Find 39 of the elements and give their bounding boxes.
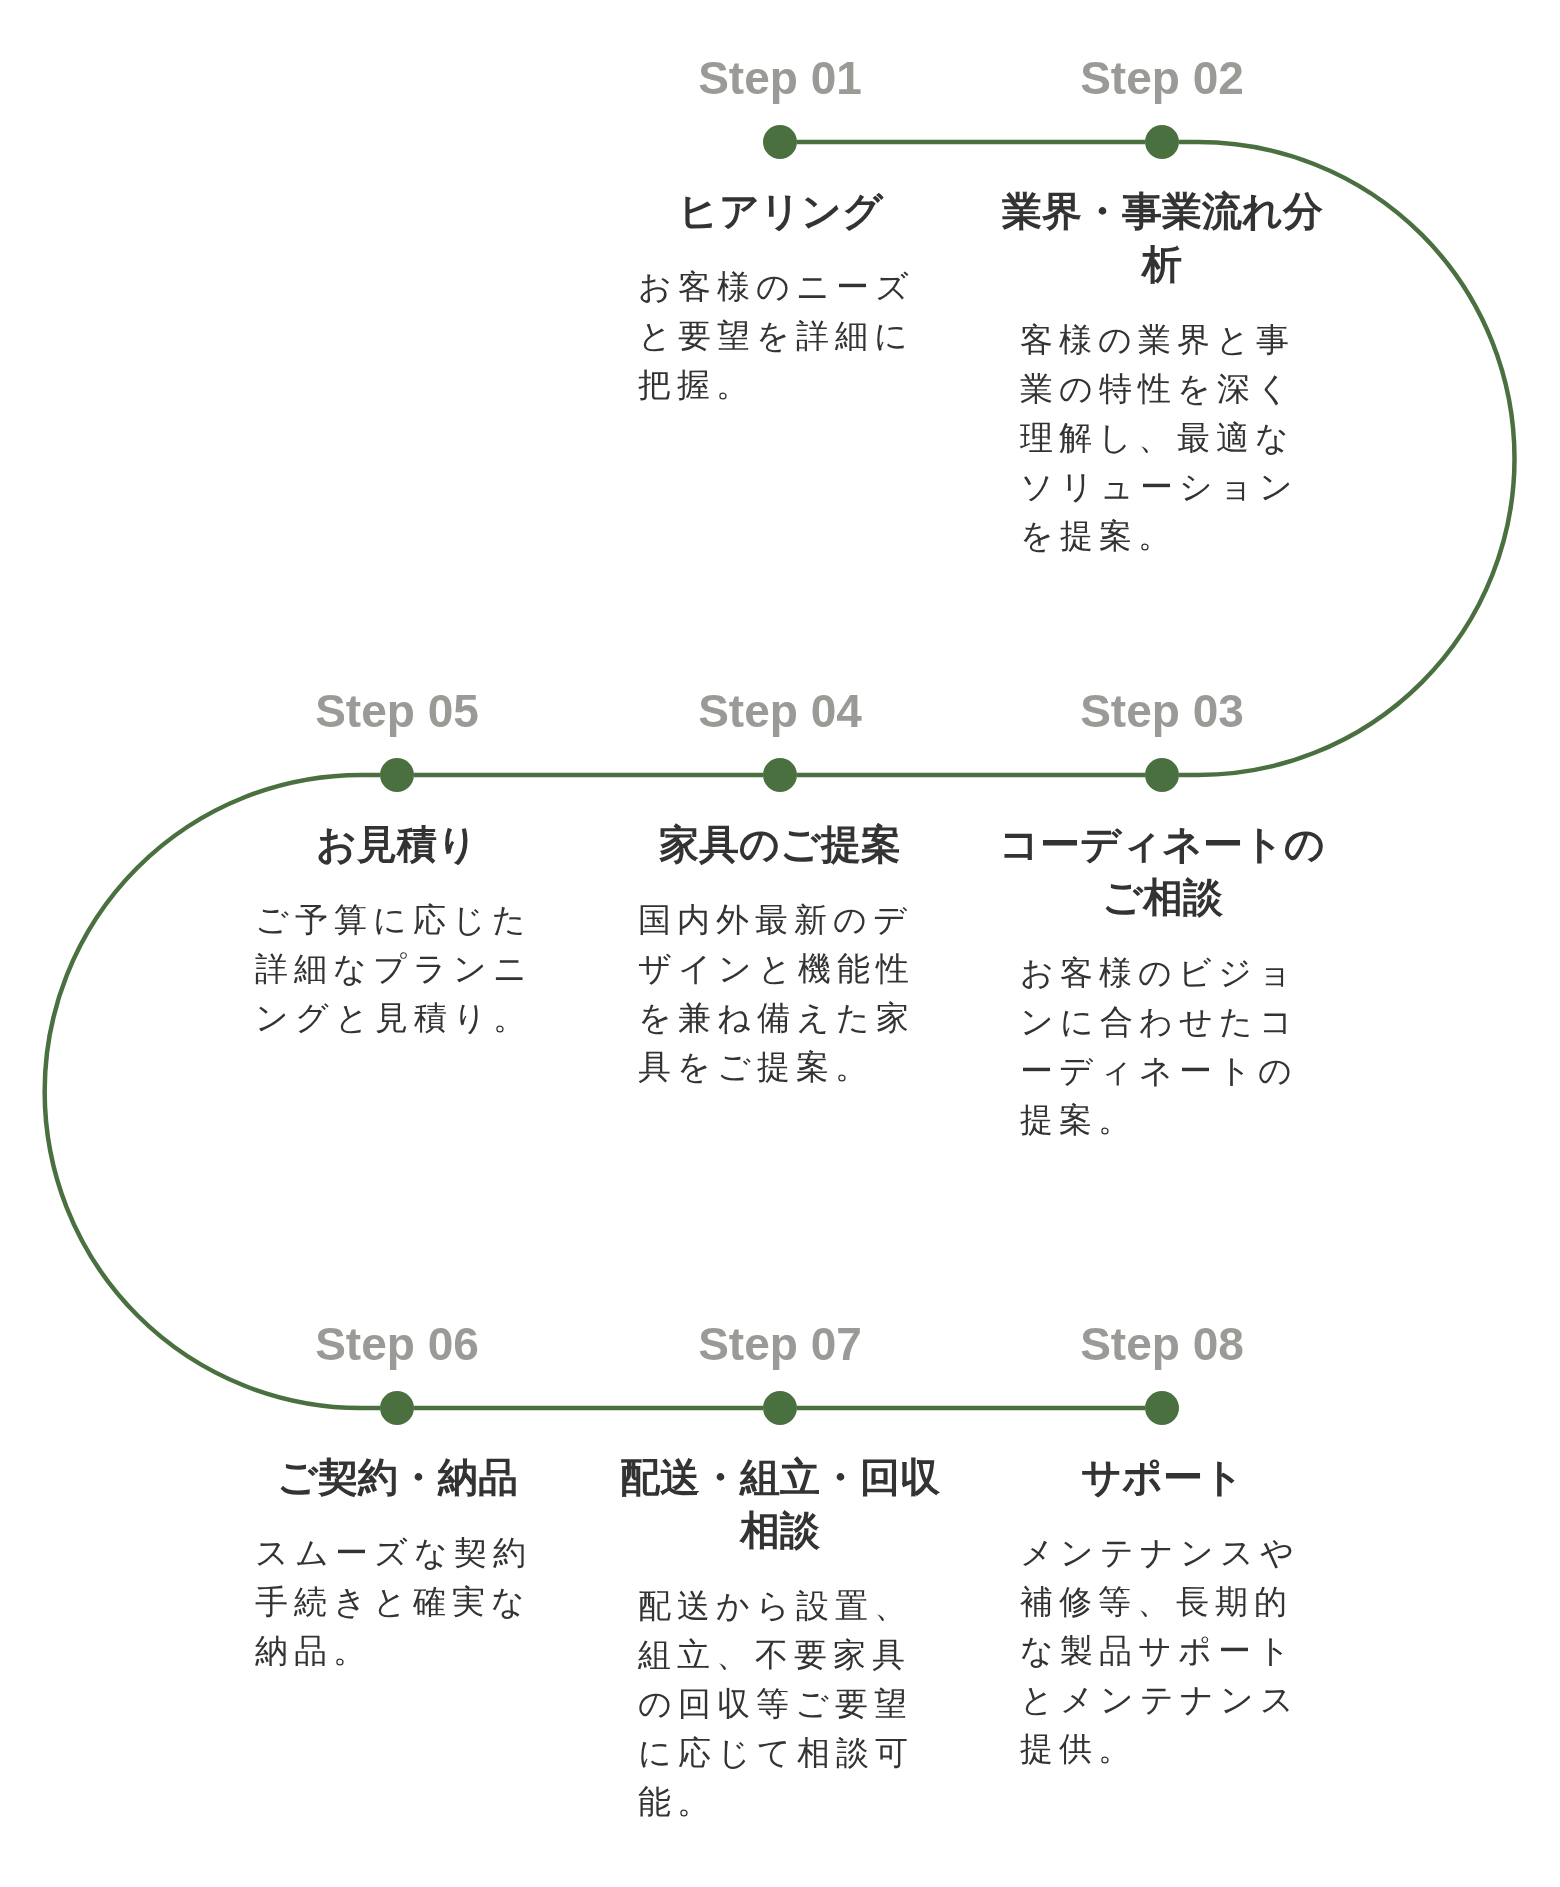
step-dot: [1145, 758, 1179, 792]
timeline-line: [797, 772, 1145, 778]
step-label: Step 01: [697, 51, 863, 106]
step-description: 国内外最新のデザインと機能性を兼ね備えた家具をご提案。: [637, 899, 916, 1088]
step-description: メンテナンスや補修等、長期的な製品サポートとメンテナンス提供。: [1019, 1532, 1301, 1770]
step-description: ご予算に応じた詳細なプランニングと見積り。: [254, 899, 534, 1039]
step-label: Step 06: [314, 1317, 480, 1372]
step-dot: [1145, 1391, 1179, 1425]
step-title: ご契約・納品: [275, 1453, 519, 1502]
step-title: ヒアリング: [676, 187, 885, 236]
step-label: Step 02: [1079, 51, 1245, 106]
step-dot: [380, 1391, 414, 1425]
timeline-line: [414, 1405, 763, 1411]
step-label: Step 07: [697, 1317, 863, 1372]
step-description: 客様の業界と事業の特性を深く理解し、最適なソリューションを提案。: [1019, 319, 1300, 557]
step-dot: [763, 1391, 797, 1425]
step-description: スムーズな契約手続きと確実な納品。: [254, 1532, 533, 1672]
step-description: お客様のニーズと要望を詳細に把握。: [637, 266, 916, 406]
timeline-line: [414, 772, 763, 778]
timeline-line: [797, 139, 1145, 145]
step-title: サポート: [1079, 1453, 1245, 1502]
step-title: コーディネートのご相談: [998, 820, 1326, 922]
step-label: Step 05: [314, 684, 480, 739]
step-dot: [763, 125, 797, 159]
step-label: Step 08: [1079, 1317, 1245, 1372]
timeline-line: [797, 1405, 1145, 1411]
step-title: 家具のご提案: [658, 820, 902, 869]
step-description: お客様のビジョンに合わせたコーディネートの提案。: [1019, 952, 1300, 1141]
timeline-line: [1179, 139, 1517, 778]
step-dot: [380, 758, 414, 792]
step-title: お見積り: [315, 820, 479, 869]
step-title: 業界・事業流れ分析: [1000, 187, 1324, 289]
step-dot: [763, 758, 797, 792]
step-label: Step 04: [697, 684, 863, 739]
step-dot: [1145, 125, 1179, 159]
timeline-line: [42, 772, 380, 1411]
step-description: 配送から設置、組立、不要家具の回収等ご要望に応じて相談可能。: [637, 1585, 915, 1823]
step-title: 配送・組立・回収相談: [619, 1453, 941, 1555]
step-label: Step 03: [1079, 684, 1245, 739]
